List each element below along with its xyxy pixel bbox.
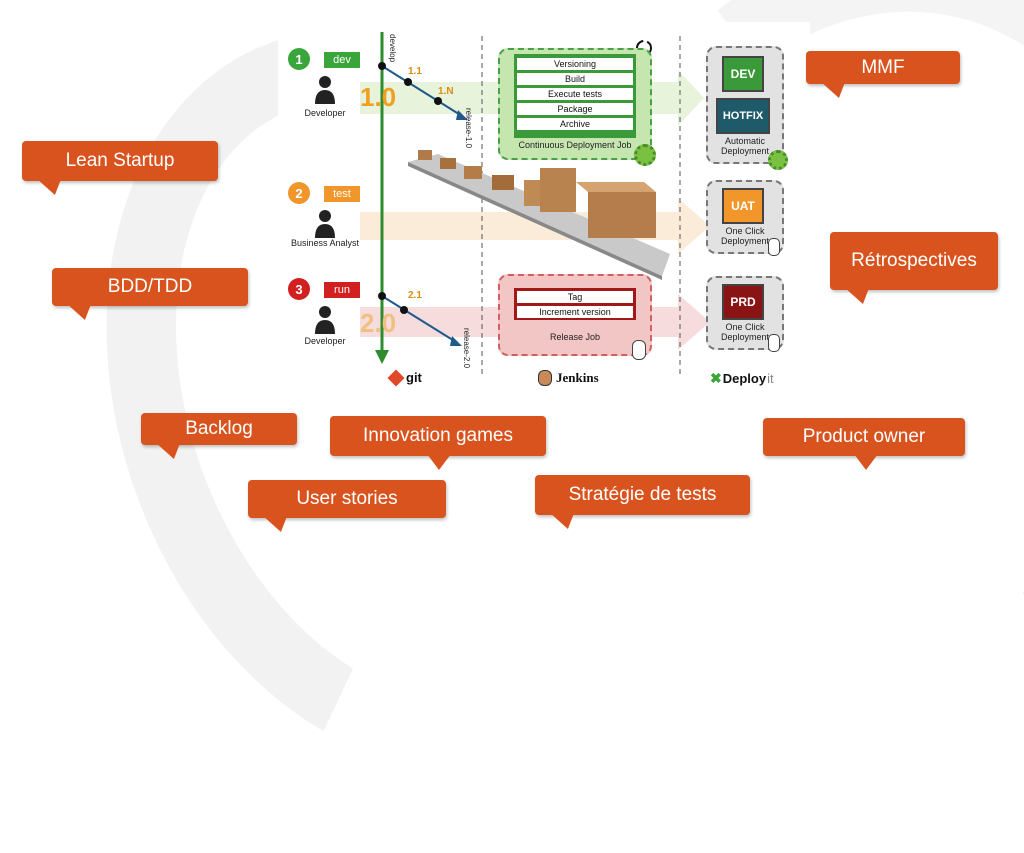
conveyor-belt-edge <box>408 162 662 280</box>
role-business-analyst: Business Analyst <box>290 238 360 248</box>
version-1-1: 1.1 <box>408 66 422 77</box>
box <box>588 192 656 238</box>
role-developer: Developer <box>304 108 346 118</box>
git-label: git <box>406 370 422 385</box>
gear-icon <box>634 144 656 166</box>
mouse-icon <box>632 340 646 360</box>
box <box>464 166 482 179</box>
git-logo: git <box>387 369 422 386</box>
callout-bdd-tdd: BDD/TDD <box>52 268 248 306</box>
commit-dot <box>404 78 412 86</box>
commit-dot <box>378 62 386 70</box>
step-number-3: 3 <box>288 278 310 300</box>
gear-icon <box>768 150 788 170</box>
box <box>440 158 456 169</box>
mouse-icon <box>768 238 780 256</box>
develop-arrowhead <box>375 350 389 364</box>
dev-env: DEV <box>722 56 764 92</box>
uat-env: UAT <box>722 188 764 224</box>
box <box>418 150 432 160</box>
callout-lean-startup: Lean Startup <box>22 141 218 181</box>
jenkins-label: Jenkins <box>556 370 599 385</box>
hotfix-env: HOTFIX <box>716 98 770 134</box>
step-tag: Tag <box>517 291 633 303</box>
role-developer: Developer <box>304 336 346 346</box>
box <box>540 168 576 212</box>
step-execute-tests: Execute tests <box>517 88 633 100</box>
git-icon <box>387 369 405 386</box>
pipeline-graphics <box>360 32 710 374</box>
release-job-title: Release Job <box>549 332 601 342</box>
callout-strategie-tests: Stratégie de tests <box>535 475 750 515</box>
dev-tag: dev <box>324 52 360 68</box>
release-2-arrowhead <box>450 336 462 346</box>
callout-backlog: Backlog <box>141 413 297 445</box>
version-1-0: 1.0 <box>360 82 397 112</box>
release-2-label: release-2.0 <box>462 328 471 369</box>
release-job: Tag Increment version Release Job <box>498 274 652 360</box>
continuous-deployment-job: Versioning Build Execute tests Package A… <box>498 48 656 166</box>
automatic-deployment-box: DEV HOTFIX Automatic Deployment <box>706 46 788 170</box>
box <box>492 175 514 190</box>
step-number-1: 1 <box>288 48 310 70</box>
version-1-n: 1.N <box>438 86 454 97</box>
business-analyst-icon <box>315 210 335 238</box>
uat-deployment-label: One Click Deployment <box>720 226 770 246</box>
callout-mmf: MMF <box>806 51 960 84</box>
test-tag: test <box>324 186 360 202</box>
pipeline-diagram: 1 dev Developer 1.0 1.1 1.N develop rele… <box>278 22 810 392</box>
callout-innovation-games: Innovation games <box>330 416 546 470</box>
developer-icon <box>315 306 335 334</box>
run-tag: run <box>324 282 360 298</box>
deployit-icon: ✖ <box>710 370 722 386</box>
release-1-branch <box>381 65 463 117</box>
jenkins-logo: Jenkins <box>538 370 599 386</box>
step-archive: Archive <box>517 118 633 130</box>
prd-env: PRD <box>722 284 764 320</box>
prd-deployment-label: One Click Deployment <box>720 322 770 342</box>
version-2-1: 2.1 <box>408 290 422 301</box>
step-build: Build <box>517 73 633 85</box>
version-2-0: 2.0 <box>360 308 397 338</box>
release-1-label: release-1.0 <box>464 108 473 149</box>
deployit-label-suffix: it <box>767 371 774 386</box>
release-1-arrowhead <box>456 110 468 120</box>
jenkins-icon <box>538 370 552 386</box>
commit-dot <box>400 306 408 314</box>
callout-user-stories: User stories <box>248 480 446 518</box>
prd-deployment-box: PRD One Click Deployment <box>706 276 784 352</box>
conveyor-belt <box>408 154 670 276</box>
cd-job-title: Continuous Deployment Job <box>518 140 632 150</box>
step-versioning: Versioning <box>517 58 633 70</box>
step-increment-version: Increment version <box>517 306 633 318</box>
release-2-branch <box>381 295 457 343</box>
deployit-label: Deploy <box>722 371 767 386</box>
mouse-icon <box>768 334 780 352</box>
callout-product-owner: Product owner <box>763 418 965 470</box>
commit-dot <box>434 97 442 105</box>
uat-deployment-box: UAT One Click Deployment <box>706 180 784 256</box>
develop-label: develop <box>388 34 397 63</box>
step-number-2: 2 <box>288 182 310 204</box>
automatic-deployment-label: Automatic Deployment <box>720 136 770 156</box>
box-top <box>576 182 656 192</box>
commit-dot <box>378 292 386 300</box>
developer-icon <box>315 76 335 104</box>
step-package: Package <box>517 103 633 115</box>
callout-retrospectives: Rétrospectives <box>830 232 998 290</box>
